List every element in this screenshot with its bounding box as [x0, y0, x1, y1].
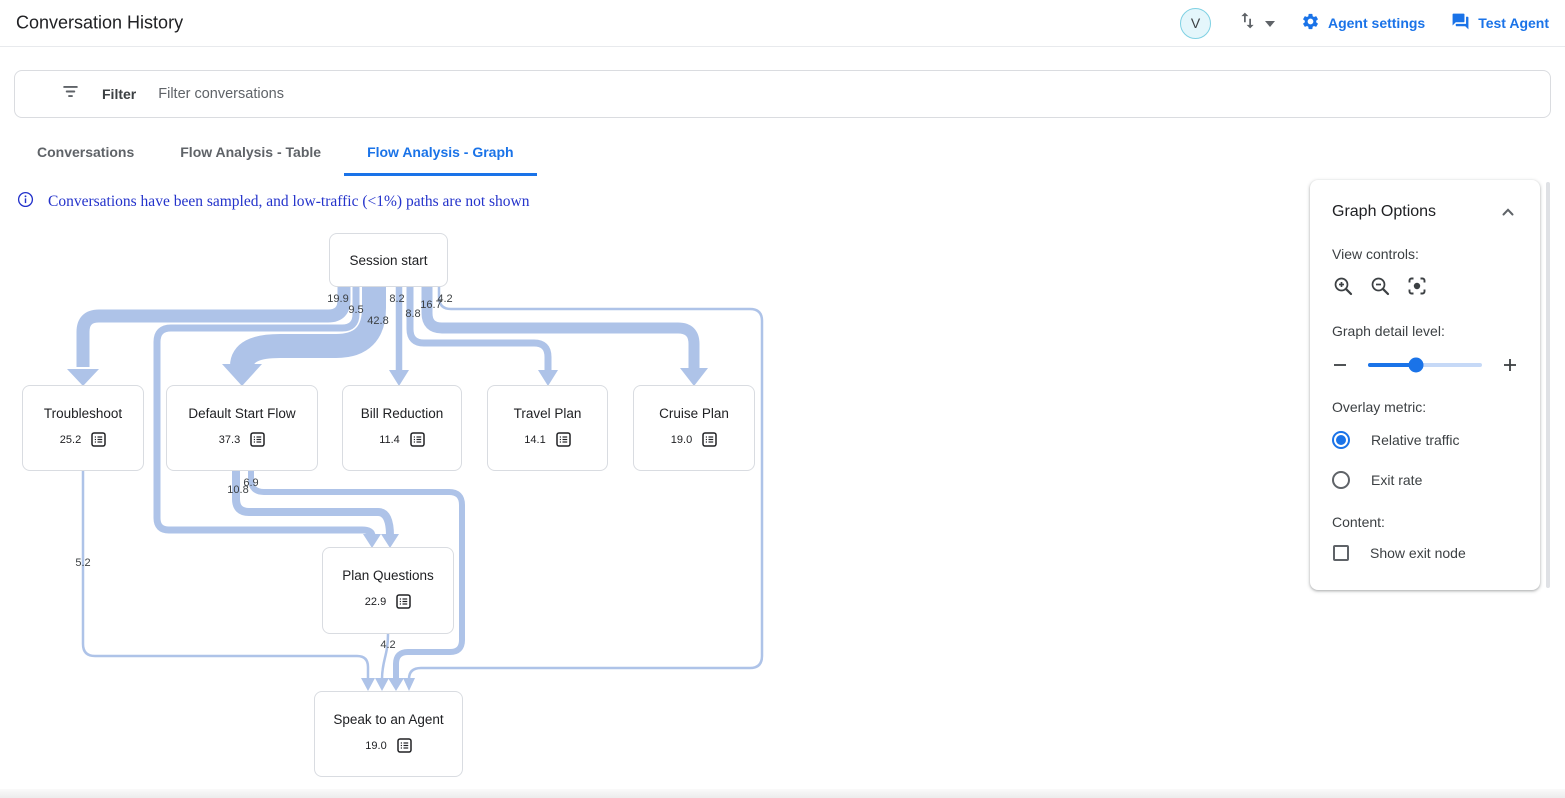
- flow-node-value: 14.1: [524, 433, 546, 446]
- tab-bar: Conversations Flow Analysis - Table Flow…: [14, 131, 1565, 176]
- radio-label[interactable]: Relative traffic: [1371, 432, 1460, 448]
- flow-node-session-start[interactable]: Session start: [329, 233, 448, 287]
- list-alt-icon[interactable]: [250, 432, 265, 447]
- radio-icon[interactable]: [1332, 431, 1350, 449]
- graph-options-panel: Graph Options View controls: Graph detai…: [1310, 180, 1540, 590]
- radio-icon[interactable]: [1332, 471, 1350, 489]
- zoom-out-icon[interactable]: [1369, 275, 1391, 297]
- edge-label: 9.5: [348, 304, 364, 316]
- filter-bar[interactable]: Filter Filter conversations: [14, 70, 1551, 118]
- edge-label: 5.2: [75, 557, 91, 569]
- edge-label: 16.7: [420, 299, 442, 311]
- flow-node-value: 22.9: [364, 595, 387, 608]
- flow-edges: [67, 285, 764, 691]
- flow-node-title: Plan Questions: [342, 568, 434, 583]
- import-export-icon: [1237, 10, 1258, 36]
- flow-node-title: Travel Plan: [513, 406, 582, 421]
- panel-scrollbar[interactable]: [1546, 182, 1550, 588]
- flow-node-value: 37.3: [218, 433, 241, 446]
- center-focus-icon[interactable]: [1406, 275, 1428, 297]
- gear-icon: [1301, 12, 1320, 34]
- sampling-notice-text: Conversations have been sampled, and low…: [48, 193, 530, 210]
- filter-conversations-input[interactable]: Filter conversations: [158, 86, 284, 102]
- top-bar: Conversation History V Agent settings Te…: [0, 0, 1565, 47]
- horizontal-scrollbar[interactable]: [0, 789, 1565, 798]
- flow-node-plan-questions[interactable]: Plan Questions 22.9: [322, 547, 454, 634]
- avatar[interactable]: V: [1179, 7, 1211, 39]
- test-agent-button[interactable]: Test Agent: [1451, 12, 1549, 34]
- edge-label: 6.9: [243, 477, 259, 489]
- page-title: Conversation History: [16, 12, 184, 33]
- flow-node-bill-reduction[interactable]: Bill Reduction 11.4: [342, 385, 462, 471]
- flow-node-title: Troubleshoot: [43, 406, 123, 421]
- graph-options-title: Graph Options: [1332, 203, 1437, 220]
- detail-slider-fill: [1368, 363, 1416, 367]
- edge-label: 8.2: [389, 293, 405, 305]
- agent-settings-label: Agent settings: [1327, 15, 1426, 31]
- import-export-button[interactable]: [1237, 10, 1275, 36]
- chat-icon: [1451, 12, 1470, 34]
- detail-plus-button[interactable]: [1502, 357, 1518, 373]
- edge-label: 42.8: [367, 315, 389, 327]
- test-agent-label: Test Agent: [1478, 15, 1549, 31]
- flow-node-value: 11.4: [379, 433, 400, 446]
- tab-flow-analysis-graph[interactable]: Flow Analysis - Graph: [344, 131, 537, 176]
- flow-node-value: 25.2: [59, 433, 82, 446]
- flow-node-title: Cruise Plan: [659, 406, 729, 421]
- edge-label: 4.2: [437, 293, 453, 305]
- list-alt-icon[interactable]: [702, 432, 717, 447]
- checkbox-icon[interactable]: [1333, 545, 1349, 561]
- filter-icon: [61, 82, 80, 106]
- edge-label: 4.2: [380, 639, 396, 651]
- flow-node-value: 19.0: [670, 433, 693, 446]
- list-alt-icon[interactable]: [555, 432, 571, 447]
- detail-minus-button[interactable]: [1332, 357, 1348, 373]
- chevron-down-icon[interactable]: [1264, 14, 1275, 32]
- flow-node-default-start-flow[interactable]: Default Start Flow 37.3: [166, 385, 318, 471]
- flow-node-title: Bill Reduction: [360, 406, 444, 421]
- list-alt-icon[interactable]: [396, 738, 412, 753]
- agent-settings-button[interactable]: Agent settings: [1301, 12, 1425, 34]
- tab-flow-analysis-table[interactable]: Flow Analysis - Table: [180, 144, 322, 160]
- graph-detail-label: Graph detail level:: [1332, 323, 1445, 339]
- edge-label: 8.8: [405, 308, 421, 320]
- detail-slider[interactable]: [1368, 357, 1482, 373]
- list-alt-icon[interactable]: [91, 432, 106, 447]
- zoom-in-icon[interactable]: [1332, 275, 1354, 297]
- radio-exit-rate[interactable]: Exit rate: [1332, 471, 1518, 489]
- radio-relative-traffic[interactable]: Relative traffic: [1332, 431, 1518, 449]
- edge-label: 19.9: [327, 293, 349, 305]
- collapse-panel-button[interactable]: [1498, 202, 1518, 222]
- tab-conversations[interactable]: Conversations: [37, 144, 135, 160]
- flow-node-troubleshoot[interactable]: Troubleshoot 25.2: [22, 385, 144, 471]
- overlay-metric-label: Overlay metric:: [1332, 399, 1427, 415]
- list-alt-icon[interactable]: [396, 594, 411, 609]
- content-label: Content:: [1332, 514, 1385, 530]
- checkbox-label[interactable]: Show exit node: [1370, 545, 1466, 561]
- flow-node-title: Default Start Flow: [188, 406, 296, 421]
- flow-node-cruise-plan[interactable]: Cruise Plan 19.0: [633, 385, 755, 471]
- view-controls-label: View controls:: [1332, 246, 1419, 262]
- show-exit-node-option[interactable]: Show exit node: [1332, 545, 1518, 561]
- info-icon: [17, 191, 34, 213]
- sampling-notice: Conversations have been sampled, and low…: [17, 191, 1565, 213]
- flow-node-title: Speak to an Agent: [333, 712, 444, 727]
- detail-slider-thumb[interactable]: [1408, 357, 1424, 373]
- radio-label[interactable]: Exit rate: [1371, 472, 1423, 488]
- filter-label: Filter: [102, 86, 137, 102]
- flow-node-value: 19.0: [365, 739, 387, 752]
- list-alt-icon[interactable]: [410, 432, 425, 447]
- flow-node-speak-to-an-agent[interactable]: Speak to an Agent 19.0: [314, 691, 463, 777]
- edge-label: 10.8: [227, 484, 249, 496]
- flow-node-title: Session start: [349, 252, 428, 268]
- avatar-initial: V: [1190, 15, 1201, 31]
- flow-node-travel-plan[interactable]: Travel Plan 14.1: [487, 385, 608, 471]
